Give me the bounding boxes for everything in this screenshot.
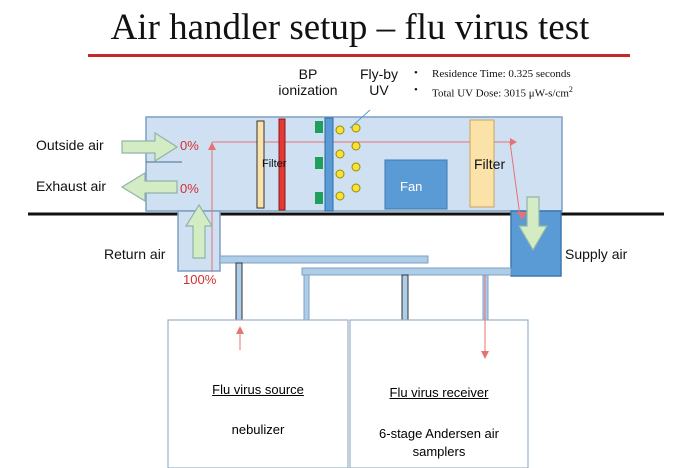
return-air-arrow [184,203,214,259]
uv-dose-note: Total UV Dose: 3015 μW-s/cm2 [432,85,573,100]
uv-lamps [335,123,361,201]
supply-pipe [301,267,512,276]
right-filter-label: Filter [474,156,506,172]
ionization-bar [278,118,286,211]
return-air-percent: 100% [183,272,217,287]
flyby-uv-label: Fly-by UV [359,66,399,98]
receiver-box-title: Flu virus receiver [389,385,489,400]
flyby-callout-line [349,109,371,129]
title-underline [88,54,630,57]
flow-arrowhead [481,351,489,359]
residence-time-note: Residence Time: 0.325 seconds [432,68,571,80]
source-box-title: Flu virus source [212,382,304,397]
return-air-label: Return air [104,246,166,262]
receiver-drop-pipe [401,274,409,321]
receiver-box-subtitle: 6-stage Andersen air samplers [379,426,499,459]
left-filter [256,120,265,209]
uv-lamp-bar [324,117,334,212]
supply-air-arrow [517,196,549,252]
ionization-electrode [315,157,323,169]
note-bullet: • [414,67,418,79]
diagram-title: Air handler setup – flu virus test [110,7,590,48]
outside-air-percent: 0% [180,138,199,153]
flow-arrowhead [517,212,527,220]
flow-arrowhead [510,138,517,146]
receiver-box [349,319,529,468]
exhaust-air-arrow [120,171,178,203]
outside-air-arrow [121,131,179,163]
source-pipe [219,255,429,264]
flow-arrowhead [208,142,216,150]
source-box [167,319,349,468]
right-filter [469,119,495,208]
fan-label: Fan [400,179,423,194]
ionization-electrode [315,121,323,133]
outside-air-label: Outside air [36,137,104,153]
bp-ionization-label: BP ionization [278,66,338,98]
left-filter-label: Filter [262,158,287,170]
supply-air-label: Supply air [565,246,628,262]
ionization-electrode [315,192,323,204]
source-drop-pipe [235,262,243,321]
note-bullet: • [414,84,418,96]
supply-left-leg [303,274,310,321]
exhaust-air-percent: 0% [180,181,199,196]
fan [384,159,448,210]
source-box-subtitle: nebulizer [231,422,285,437]
flow-arrowhead [236,326,244,334]
exhaust-air-label: Exhaust air [36,178,107,194]
